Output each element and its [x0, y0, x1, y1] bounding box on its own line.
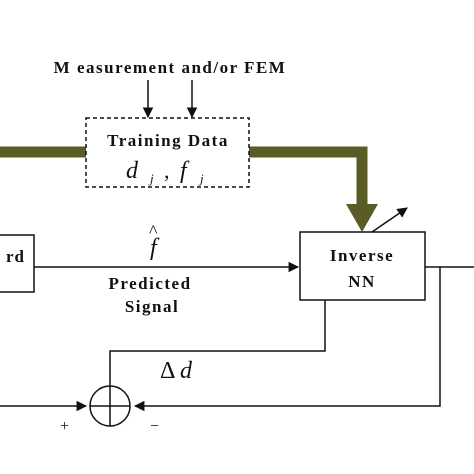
predicted-hat: ^: [149, 221, 158, 241]
left-partial-block: [0, 234, 35, 293]
thick-arrow-head: [346, 204, 378, 232]
inverse-nn-line1: Inverse: [330, 246, 394, 265]
summer-minus: −: [150, 418, 159, 435]
adaptation-arrow: [371, 207, 408, 233]
feedback-line: [133, 267, 441, 412]
training-formula-f: f: [180, 158, 190, 184]
delta-symbol: Δ: [160, 358, 175, 384]
training-data-title: Training Data: [107, 131, 229, 150]
thick-path-right: [249, 146, 368, 205]
left-block-label: rd: [6, 247, 25, 266]
inverse-nn-block: [299, 231, 426, 301]
training-formula-d: d: [126, 158, 139, 184]
inverse-nn-line2: NN: [348, 272, 376, 291]
training-formula-comma: ,: [164, 158, 170, 183]
training-data-box: [85, 117, 250, 188]
predicted-symbol-f: f: [150, 235, 160, 261]
error-path: [109, 300, 326, 392]
summer-plus: +: [60, 418, 69, 435]
training-formula-j2: j: [198, 171, 204, 186]
predicted-label: Predicted: [108, 274, 191, 293]
signal-label: Signal: [125, 297, 179, 316]
delta-var: d: [180, 358, 193, 384]
measurement-fem-label: M easurement and/or FEM: [54, 58, 287, 77]
training-formula-j1: j: [148, 171, 154, 186]
